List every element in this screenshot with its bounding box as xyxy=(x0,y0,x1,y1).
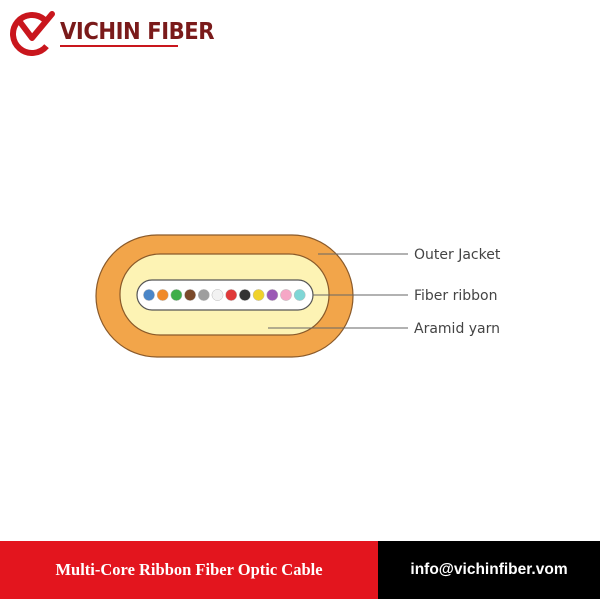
fiber-core xyxy=(197,289,210,301)
outer-jacket-label: Outer Jacket xyxy=(414,247,501,263)
brand-name: VICHIN FIBER xyxy=(60,19,215,45)
fiber-core xyxy=(293,289,306,301)
contact-email: info@vichinfiber.vom xyxy=(410,561,568,578)
vichin-logo-icon xyxy=(10,11,55,56)
fiber-core xyxy=(239,289,251,301)
fiber-ribbon-label: Fiber ribbon xyxy=(414,288,498,304)
fiber-core xyxy=(170,289,183,301)
fiber-core xyxy=(266,289,279,301)
fiber-core xyxy=(280,289,292,301)
footer-contact-panel: info@vichinfiber.vom xyxy=(378,541,600,599)
footer-title-panel: Multi-Core Ribbon Fiber Optic Cable xyxy=(0,541,378,599)
cable-cross-section-diagram: Outer Jacket Fiber ribbon Aramid yarn xyxy=(95,234,501,358)
footer-banner: Multi-Core Ribbon Fiber Optic Cable info… xyxy=(0,541,600,599)
brand-underline xyxy=(60,45,178,47)
brand-logo: VICHIN FIBER xyxy=(8,8,228,56)
fiber-core xyxy=(225,289,238,301)
aramid-yarn-label: Aramid yarn xyxy=(414,321,500,337)
fiber-cores xyxy=(143,289,306,301)
fiber-core xyxy=(156,289,169,301)
footer-title: Multi-Core Ribbon Fiber Optic Cable xyxy=(55,560,323,579)
fiber-core xyxy=(252,289,265,301)
fiber-core xyxy=(143,289,155,301)
fiber-core xyxy=(211,289,224,301)
fiber-core xyxy=(184,289,196,301)
